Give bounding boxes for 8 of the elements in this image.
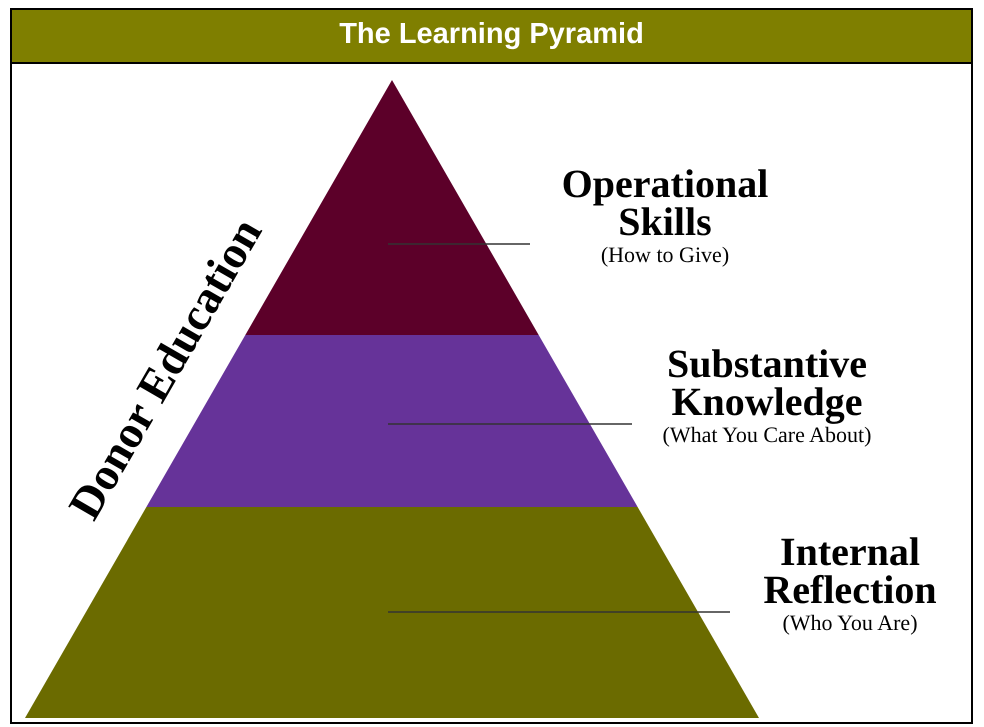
tier-heading: Internal Reflection [762, 533, 938, 609]
leader-line [388, 611, 730, 613]
leader-line [388, 423, 632, 425]
tier-subtitle: (How to Give) [600, 241, 730, 269]
tier-heading: Operational Skills [560, 165, 770, 241]
title: The Learning Pyramid [339, 18, 644, 51]
leader-line [388, 243, 530, 245]
tier-subtitle: (Who You Are) [781, 609, 919, 637]
